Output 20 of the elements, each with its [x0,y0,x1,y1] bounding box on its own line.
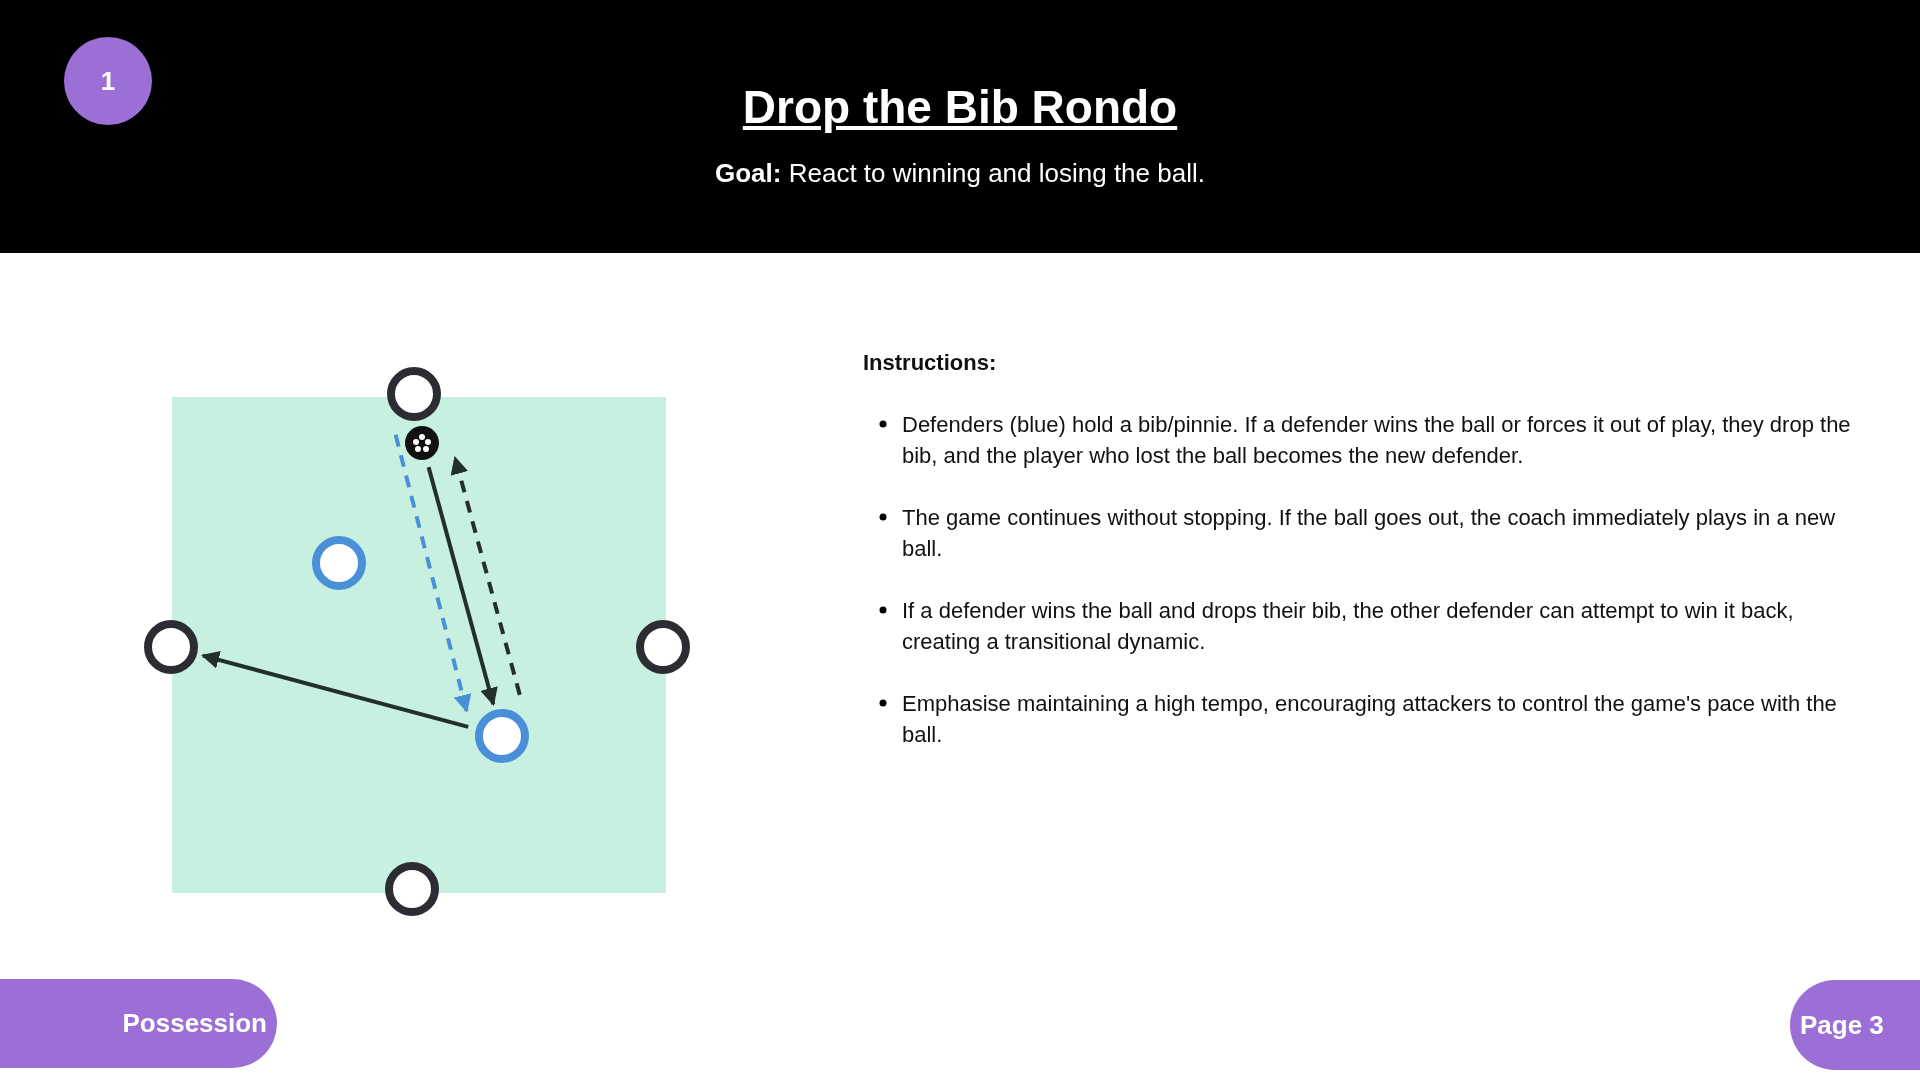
defender-marker [312,536,366,590]
ball-icon [405,426,439,460]
instruction-text: If a defender wins the ball and drops their bib, the other defender can attempt to win it back, creating a transitional dynamic. [902,597,1795,656]
title: Drop the Bib Rondo [742,81,1178,133]
attacker-marker [636,620,690,674]
instructions-heading: Instructions: [863,349,998,377]
pass-arrow [450,456,522,696]
category-tab: Possession [0,979,277,1068]
instruction-text: Defenders (blue) hold a bib/pinnie. If a defender wins the ball or forces it out of play, they drop the bib, and the player who lost the ball becomes the new defender. [902,411,1852,470]
defender-marker [475,709,529,763]
attacker-marker [387,367,441,421]
attacker-marker [385,862,439,916]
attacker-marker [144,620,198,674]
pass-arrow [201,651,469,729]
instruction-text: Emphasise maintaining a high tempo, encouraging attackers to control the game's pace with the ball. [902,690,1838,749]
pass-arrow [426,466,498,706]
instruction-text: The game continues without stopping. If the ball goes out, the coach immediately plays in a new ball. [902,504,1837,563]
pass-arrow [393,434,472,713]
page-tab: Page 3 [1790,980,1920,1070]
goal-text: Goal: React to winning and losing the ball. [715,158,1205,189]
